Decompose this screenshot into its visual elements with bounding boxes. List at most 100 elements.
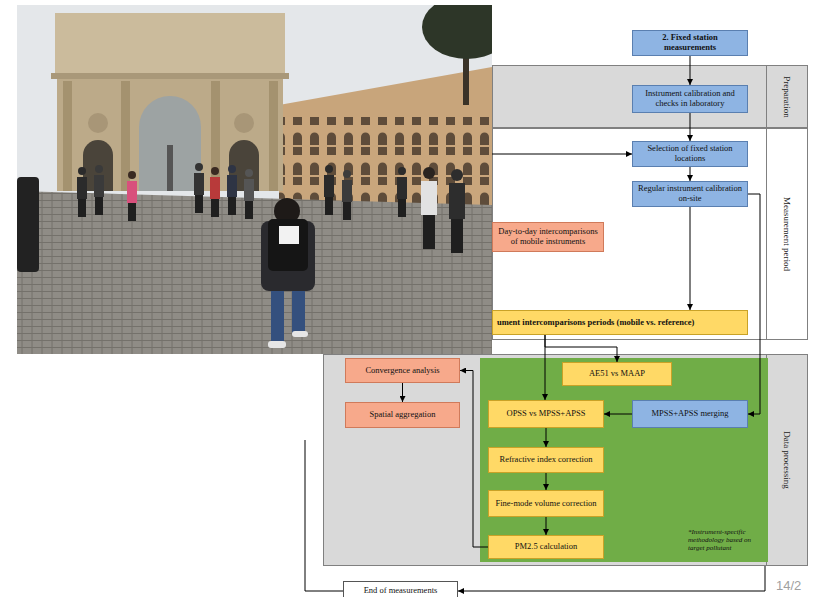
box-label: Day-to-day intercomparisons of mobile in… — [497, 227, 599, 247]
band-label: Data processing — [782, 431, 792, 489]
phase-band: Data processing *Instrument-specific meth… — [323, 354, 808, 566]
head — [211, 167, 219, 175]
box-label: Instrument calibration and checks in lab… — [637, 89, 743, 109]
arch-column — [211, 81, 220, 191]
arch-body — [57, 79, 283, 191]
footnote: *Instrument-specific methodology based o… — [688, 528, 764, 552]
end-line — [458, 566, 765, 591]
body — [244, 179, 254, 201]
phase-band: Preparation Instrument calibration and ch… — [492, 65, 808, 128]
backpack — [268, 219, 308, 271]
arch-column — [269, 81, 278, 191]
tree-crown — [422, 5, 492, 59]
box-label: AE51 vs MAAP — [589, 369, 645, 379]
process-box: Refractive index correction — [488, 447, 604, 473]
central-arch — [139, 96, 201, 191]
leg — [271, 287, 284, 345]
flow-arrow — [690, 56, 691, 86]
relief-medallion — [88, 113, 108, 133]
legs — [195, 195, 203, 213]
flow-arrow — [748, 194, 760, 414]
box-label: ument intercomparisons periods (mobile v… — [497, 318, 694, 328]
band-label: Measurement period — [782, 197, 792, 271]
body — [227, 175, 237, 197]
process-box: 2. Fixed station measurements — [632, 30, 748, 56]
colosseum-tier — [279, 117, 492, 145]
body — [449, 183, 465, 219]
legs — [398, 199, 406, 217]
box-label: Selection of fixed station locations — [637, 144, 743, 164]
head — [228, 165, 236, 173]
body — [194, 173, 204, 195]
arch-column — [63, 81, 72, 191]
phase-band: Measurement period Selection of fixed sta… — [492, 128, 808, 340]
process-box: Convergence analysis — [345, 358, 460, 383]
box-label: OPSS vs MPSS+APSS — [507, 409, 586, 419]
process-box: ument intercomparisons periods (mobile v… — [492, 310, 748, 335]
body — [421, 181, 437, 215]
band-label-column: Preparation — [766, 66, 807, 127]
box-label: Convergence analysis — [365, 366, 439, 376]
band-label: Preparation — [782, 76, 792, 117]
flow-arrow — [545, 335, 617, 362]
body — [210, 177, 220, 199]
leg — [292, 285, 305, 335]
shoe — [268, 341, 286, 348]
process-box: MPSS+APSS merging — [632, 400, 748, 428]
sky — [17, 5, 492, 354]
flow-arrow — [604, 414, 632, 415]
box-label: Fine-mode volume correction — [495, 499, 596, 509]
flow-arrow — [546, 473, 547, 490]
obelisk — [167, 145, 173, 191]
walking-person — [261, 198, 315, 348]
head — [78, 167, 86, 175]
return-line — [305, 440, 343, 591]
box-label: MPSS+APSS merging — [651, 409, 728, 419]
street-photo — [17, 5, 492, 354]
legs — [95, 197, 103, 215]
legs — [78, 199, 86, 217]
body — [324, 175, 334, 197]
process-box: OPSS vs MPSS+APSS — [488, 400, 604, 428]
flow-arrow — [690, 207, 691, 310]
head — [195, 163, 203, 171]
box-label: PM2.5 calculation — [515, 542, 577, 552]
flow-arrow — [690, 113, 691, 141]
box-label: Refractive index correction — [500, 455, 593, 465]
body — [77, 177, 87, 199]
body — [397, 177, 407, 199]
flow-arrow — [546, 517, 547, 535]
flow-arrow — [545, 335, 546, 400]
process-box: AE51 vs MAAP — [562, 362, 672, 386]
legs — [211, 199, 219, 217]
body — [127, 181, 137, 203]
head — [398, 167, 406, 175]
box-label: Regular instrument calibration on-site — [637, 184, 743, 204]
arch-attic — [55, 13, 285, 75]
band-label-column: Measurement period — [766, 129, 807, 339]
process-box: Day-to-day intercomparisons of mobile in… — [492, 222, 604, 252]
page-number: 14/2 — [776, 578, 801, 593]
process-box: Spatial aggregation — [345, 402, 460, 428]
flow-arrow — [460, 371, 488, 548]
head — [423, 167, 435, 179]
legs — [325, 197, 333, 215]
head — [451, 169, 463, 181]
flow-arrow — [546, 428, 547, 447]
car — [17, 177, 39, 272]
legs — [451, 219, 463, 253]
band-label-column: Data processing — [766, 355, 807, 565]
legs — [245, 201, 253, 219]
head — [128, 171, 136, 179]
head — [343, 170, 351, 178]
cobblestone-ground — [17, 191, 492, 354]
box-label: 2. Fixed station measurements — [637, 33, 743, 53]
legs — [423, 215, 435, 249]
process-box: Selection of fixed station locations — [632, 141, 748, 167]
relief-medallion — [234, 113, 254, 133]
flow-arrow — [402, 383, 403, 402]
note-holder: *Instrument-specific methodology based o… — [688, 528, 764, 552]
box-label: End of measurements — [364, 586, 438, 596]
legs — [228, 197, 236, 215]
